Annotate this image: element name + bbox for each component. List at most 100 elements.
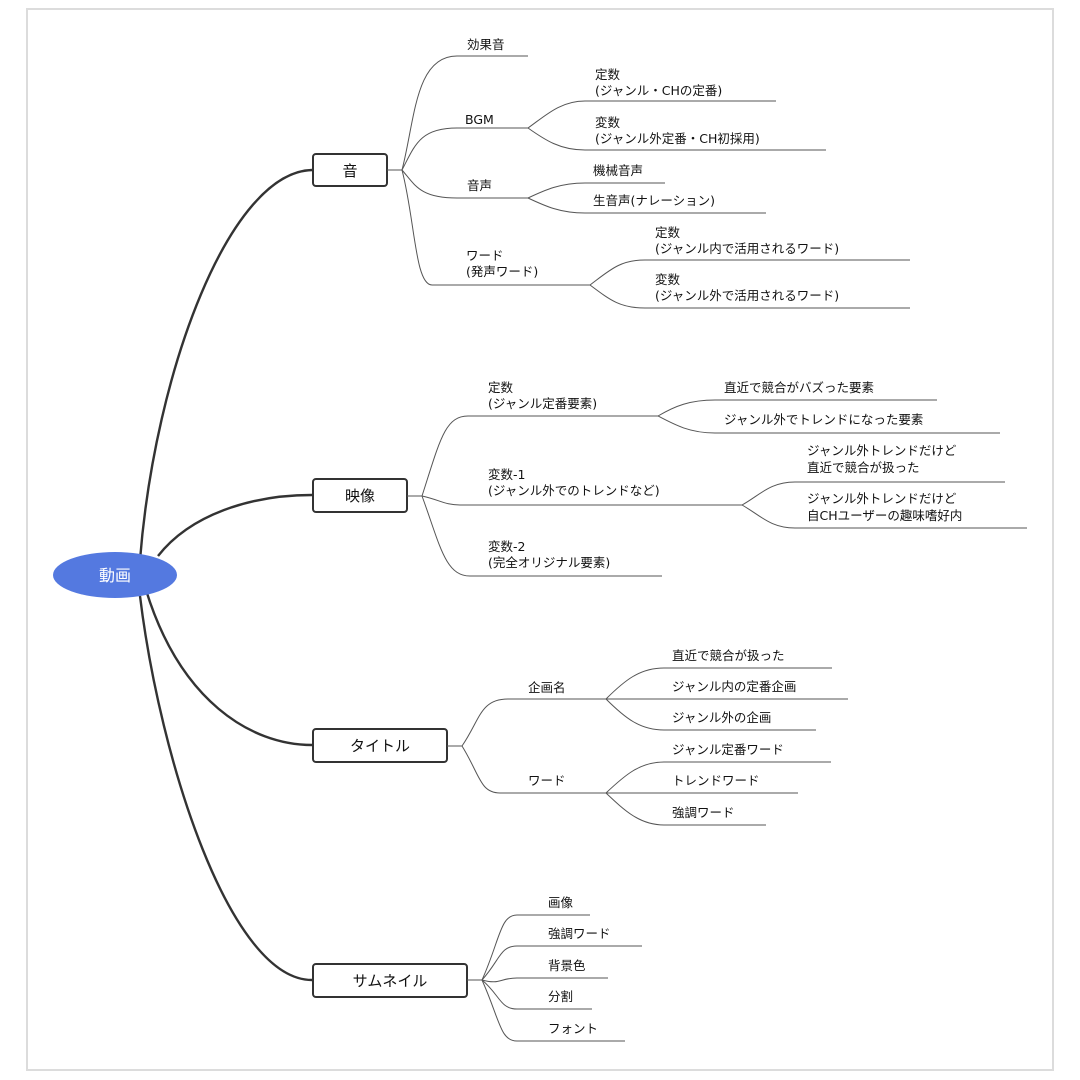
node-title-plan-in[interactable]: ジャンル内の定番企画 <box>664 679 848 700</box>
node-label-sound-word-const-line1: 定数 <box>655 225 681 240</box>
node-sound-voice-machine[interactable]: 機械音声 <box>585 163 665 184</box>
category-label-title: タイトル <box>350 737 410 755</box>
node-label-video-var1-line1: 変数-1 <box>488 467 525 482</box>
edge-bgm-const <box>527 100 586 129</box>
canvas-frame <box>26 8 1054 1071</box>
node-video-var1-b[interactable]: ジャンル外トレンドだけど 自CHユーザーの趣味嗜好内 <box>795 491 1027 529</box>
node-label-video-const-line1: 定数 <box>488 380 514 395</box>
root-to-video-branch <box>157 493 313 557</box>
node-label-title-plan-in: ジャンル内の定番企画 <box>672 679 796 694</box>
node-label-title-word-emph: 強調ワード <box>672 805 735 820</box>
edge-thumb-bg <box>481 977 518 983</box>
edge-video-const <box>421 415 469 497</box>
node-label-sound-bgm: BGM <box>465 112 494 127</box>
node-label-sound-word-line1: ワード <box>466 248 504 263</box>
edge-voice-machine <box>527 182 586 199</box>
node-sound-word-const[interactable]: 定数 (ジャンル内で活用されるワード) <box>645 225 910 261</box>
category-label-video: 映像 <box>345 487 375 505</box>
node-label-video-var2-line2: (完全オリジナル要素) <box>488 555 610 570</box>
node-label-video-var1-a-line1: ジャンル外トレンドだけど <box>807 443 957 458</box>
node-label-sound-voice-live: 生音声(ナレーション) <box>593 193 715 208</box>
node-label-video-const-trend: ジャンル外でトレンドになった要素 <box>724 412 923 427</box>
node-title-plan[interactable]: 企画名 <box>508 680 606 700</box>
node-video-const[interactable]: 定数 (ジャンル定番要素) <box>468 380 658 417</box>
node-title-word[interactable]: ワード <box>500 773 606 794</box>
edge-title-plan <box>461 698 509 747</box>
edge-voice-live <box>527 197 586 214</box>
root-to-sound-branch <box>138 168 313 561</box>
node-label-title-word-trend: トレンドワード <box>672 773 760 788</box>
node-sound-voice-live[interactable]: 生音声(ナレーション) <box>585 193 766 214</box>
edge-thumb-split <box>481 979 518 1010</box>
node-sound-voice[interactable]: 音声 <box>457 178 528 199</box>
category-title: タイトル 企画名 直近で競合が扱った ジャンル内の定番企画 ジャンル外の企画 ワ… <box>312 648 848 826</box>
root-to-title-branch <box>144 589 313 747</box>
node-video-var2[interactable]: 変数-2 (完全オリジナル要素) <box>470 539 662 577</box>
node-thumb-image[interactable]: 画像 <box>517 895 590 916</box>
node-label-title-plan-out: ジャンル外の企画 <box>672 710 771 725</box>
edge-video-var1-b <box>741 504 796 529</box>
node-sound-sfx[interactable]: 効果音 <box>457 37 528 57</box>
node-label-sound-bgm-const-line1: 定数 <box>595 67 621 82</box>
root-to-thumbnail-branch <box>138 595 313 982</box>
category-label-thumbnail: サムネイル <box>353 972 428 990</box>
node-label-thumb-image: 画像 <box>548 895 574 910</box>
node-label-video-var2-line1: 変数-2 <box>488 539 525 554</box>
node-sound-bgm[interactable]: BGM <box>457 112 528 129</box>
node-video-const-trend[interactable]: ジャンル外でトレンドになった要素 <box>715 412 1000 434</box>
node-thumb-split[interactable]: 分割 <box>517 989 592 1010</box>
node-label-sound-voice: 音声 <box>467 178 492 193</box>
node-thumb-emph[interactable]: 強調ワード <box>517 926 642 947</box>
node-label-sound-bgm-var-line1: 変数 <box>595 115 621 130</box>
node-label-video-var1-b-line1: ジャンル外トレンドだけど <box>807 491 957 506</box>
node-label-sound-bgm-const-line2: (ジャンル・CHの定番) <box>595 83 722 98</box>
node-label-title-word: ワード <box>528 773 566 788</box>
edge-title-plan-recent <box>605 667 665 700</box>
node-sound-bgm-var[interactable]: 変数 (ジャンル外定番・CH初採用) <box>585 115 826 151</box>
edge-thumb-image <box>481 914 518 981</box>
node-label-thumb-font: フォント <box>548 1021 598 1036</box>
edge-word-var <box>589 284 646 309</box>
edge-title-word <box>461 745 501 794</box>
node-label-thumb-bg: 背景色 <box>548 958 586 973</box>
node-video-var1-a[interactable]: ジャンル外トレンドだけど 直近で競合が扱った <box>795 443 1005 483</box>
node-thumb-bg[interactable]: 背景色 <box>517 958 608 979</box>
edge-video-var1-a <box>741 481 796 506</box>
category-thumbnail: サムネイル 画像 強調ワード 背景色 分割 フォント <box>312 895 642 1042</box>
root-node[interactable]: 動画 <box>53 552 177 598</box>
node-sound-word[interactable]: ワード (発声ワード) <box>432 248 590 286</box>
node-thumb-font[interactable]: フォント <box>517 1021 625 1042</box>
edge-video-var1 <box>421 495 461 506</box>
edge-bgm-var <box>527 127 586 151</box>
node-label-sound-bgm-var-line2: (ジャンル外定番・CH初採用) <box>595 131 760 146</box>
root-label: 動画 <box>99 566 131 585</box>
node-label-sound-word-var-line1: 変数 <box>655 272 681 287</box>
category-video: 映像 定数 (ジャンル定番要素) 直近で競合がバズった要素 ジャンル外でトレンド… <box>312 380 1027 577</box>
node-label-video-var1-a-line2: 直近で競合が扱った <box>807 460 920 475</box>
node-title-word-trend[interactable]: トレンドワード <box>664 773 798 794</box>
edge-sound-word <box>401 169 433 286</box>
node-label-title-plan: 企画名 <box>528 680 566 695</box>
node-video-var1[interactable]: 変数-1 (ジャンル外でのトレンドなど) <box>460 467 742 506</box>
node-title-word-std[interactable]: ジャンル定番ワード <box>664 742 831 763</box>
edge-sound-voice <box>401 169 458 199</box>
node-sound-word-var[interactable]: 変数 (ジャンル外で活用されるワード) <box>645 272 910 309</box>
edge-thumb-font <box>481 979 518 1042</box>
edge-title-word-emph <box>605 792 665 826</box>
node-label-sound-sfx: 効果音 <box>467 37 505 52</box>
node-video-const-recent[interactable]: 直近で競合がバズった要素 <box>715 380 937 401</box>
node-label-thumb-emph: 強調ワード <box>548 926 611 941</box>
node-label-thumb-split: 分割 <box>548 989 573 1004</box>
edge-sound-bgm <box>401 127 458 171</box>
node-title-word-emph[interactable]: 強調ワード <box>664 805 766 826</box>
node-title-plan-out[interactable]: ジャンル外の企画 <box>664 710 816 731</box>
node-label-video-const-recent: 直近で競合がバズった要素 <box>724 380 874 395</box>
node-label-sound-word-const-line2: (ジャンル内で活用されるワード) <box>655 241 839 256</box>
edge-video-var2 <box>421 495 471 577</box>
node-label-sound-word-line2: (発声ワード) <box>466 264 538 279</box>
node-label-sound-word-var-line2: (ジャンル外で活用されるワード) <box>655 288 839 303</box>
root-node-shape <box>53 552 177 598</box>
node-sound-bgm-const[interactable]: 定数 (ジャンル・CHの定番) <box>585 67 776 102</box>
node-title-plan-recent[interactable]: 直近で競合が扱った <box>664 648 832 669</box>
